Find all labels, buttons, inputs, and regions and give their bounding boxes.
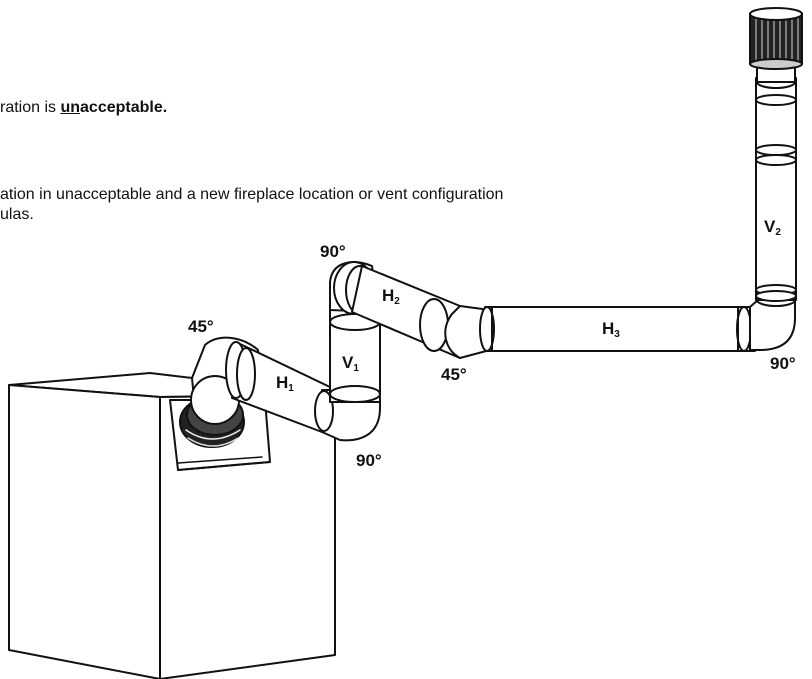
label-h2-main: H bbox=[382, 286, 395, 305]
label-h3: H3 bbox=[602, 320, 620, 344]
label-v2: V2 bbox=[764, 218, 781, 242]
intro-line-2: ation in unacceptable and a new fireplac… bbox=[0, 186, 504, 203]
pipe-h3 bbox=[479, 306, 756, 352]
label-v1-sub: 1 bbox=[353, 363, 359, 374]
label-90-bottom: 90° bbox=[356, 451, 382, 470]
intro-line-1-emphasis: un bbox=[60, 99, 81, 116]
label-v2-sub: 2 bbox=[775, 227, 781, 238]
label-v2-main: V bbox=[764, 217, 776, 236]
label-h2: H2 bbox=[382, 287, 400, 311]
fireplace-front bbox=[8, 384, 161, 679]
label-h3-main: H bbox=[602, 319, 615, 338]
pipe-v2 bbox=[755, 77, 797, 302]
label-h1-sub: 1 bbox=[288, 383, 294, 394]
intro-line-3: ulas. bbox=[0, 206, 34, 223]
pipe-h2 bbox=[351, 265, 461, 359]
label-45-bottom: 45° bbox=[441, 365, 467, 384]
label-90-right: 90° bbox=[770, 354, 796, 373]
intro-line-1: ration is unacceptable. bbox=[0, 98, 167, 117]
vent-cap bbox=[749, 7, 803, 89]
label-v1-main: V bbox=[342, 353, 354, 372]
elbow-45-bottom bbox=[444, 305, 491, 359]
label-v1: V1 bbox=[342, 354, 359, 378]
intro-line-1-bold: acceptable. bbox=[80, 99, 168, 116]
elbow-90-right bbox=[749, 293, 796, 351]
pipe-h1 bbox=[225, 341, 333, 433]
label-h2-sub: 2 bbox=[394, 296, 400, 307]
label-h1: H1 bbox=[276, 374, 294, 398]
label-h1-main: H bbox=[276, 373, 289, 392]
label-45-top: 45° bbox=[188, 317, 214, 336]
intro-line-1-prefix: ration is bbox=[0, 99, 61, 116]
label-h3-sub: 3 bbox=[614, 329, 620, 340]
label-90-top: 90° bbox=[320, 242, 346, 261]
